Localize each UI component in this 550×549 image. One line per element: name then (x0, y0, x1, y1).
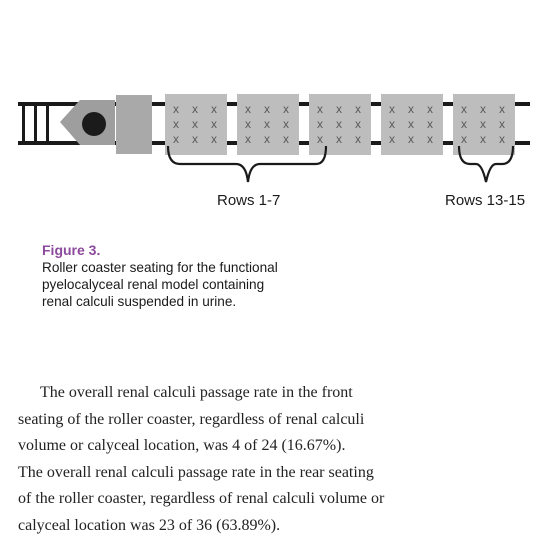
seat-mark: x (336, 102, 342, 116)
seat-mark: x (336, 132, 342, 146)
track-tie (22, 104, 25, 143)
seat-mark: x (389, 117, 395, 131)
seat-mark: x (461, 102, 467, 116)
seat-mark: x (264, 102, 270, 116)
track-ties (22, 104, 49, 143)
label-rows-rear: Rows 13-15 (445, 192, 526, 209)
label-rows-front: Rows 1-7 (217, 192, 281, 209)
seat-mark: x (427, 132, 433, 146)
seat-mark: x (408, 102, 414, 116)
seat-mark: x (173, 132, 179, 146)
figure-title: Figure 3. (42, 242, 101, 258)
seat-mark: x (317, 102, 323, 116)
car-body (165, 94, 227, 155)
seat-mark: x (317, 117, 323, 131)
body-text: The overall renal calculi passage rate i… (18, 380, 390, 539)
seat-mark: x (336, 117, 342, 131)
car-body (381, 94, 443, 155)
car-body (237, 94, 299, 155)
seat-mark: x (283, 132, 289, 146)
seat-mark: x (211, 102, 217, 116)
seat-mark: x (461, 117, 467, 131)
seat-mark: x (192, 132, 198, 146)
seat-mark: x (173, 117, 179, 131)
paragraph: The overall renal calculi passage rate i… (18, 463, 385, 534)
headlight (82, 112, 106, 136)
brace-front (166, 145, 328, 183)
seat-mark: x (461, 132, 467, 146)
seat-mark: x (211, 132, 217, 146)
seat-mark: x (355, 132, 361, 146)
track-tie (34, 104, 37, 143)
seat-mark: x (408, 117, 414, 131)
locomotive-cab (116, 95, 152, 154)
seat-mark: x (283, 117, 289, 131)
car-body (453, 94, 515, 155)
seat-mark: x (264, 132, 270, 146)
seat-mark: x (499, 117, 505, 131)
seat-mark: x (283, 102, 289, 116)
row-braces (166, 145, 515, 183)
seat-mark: x (427, 102, 433, 116)
paragraph: The overall renal calculi passage rate i… (18, 384, 365, 454)
seat-mark: x (245, 102, 251, 116)
seat-mark: x (408, 132, 414, 146)
figure-caption: Figure 3. Roller coaster seating for the… (42, 241, 342, 310)
seat-mark: x (245, 117, 251, 131)
seat-mark: x (211, 117, 217, 131)
seat-mark: x (389, 102, 395, 116)
seat-mark: x (173, 102, 179, 116)
seat-mark: x (355, 117, 361, 131)
seat-mark: x (499, 132, 505, 146)
seat-mark: x (264, 117, 270, 131)
seat-mark: x (427, 117, 433, 131)
seat-mark: x (192, 102, 198, 116)
seat-mark: x (317, 132, 323, 146)
seat-mark: x (499, 102, 505, 116)
seat-mark: x (245, 132, 251, 146)
seat-mark: x (480, 117, 486, 131)
car-body (309, 94, 371, 155)
seat-mark: x (480, 132, 486, 146)
seat-mark: x (355, 102, 361, 116)
seat-mark: x (389, 132, 395, 146)
brace-rear (457, 145, 515, 183)
seat-mark: x (480, 102, 486, 116)
track-tie (46, 104, 49, 143)
seat-mark: x (192, 117, 198, 131)
figure-caption-text: Roller coaster seating for the functiona… (42, 260, 278, 309)
